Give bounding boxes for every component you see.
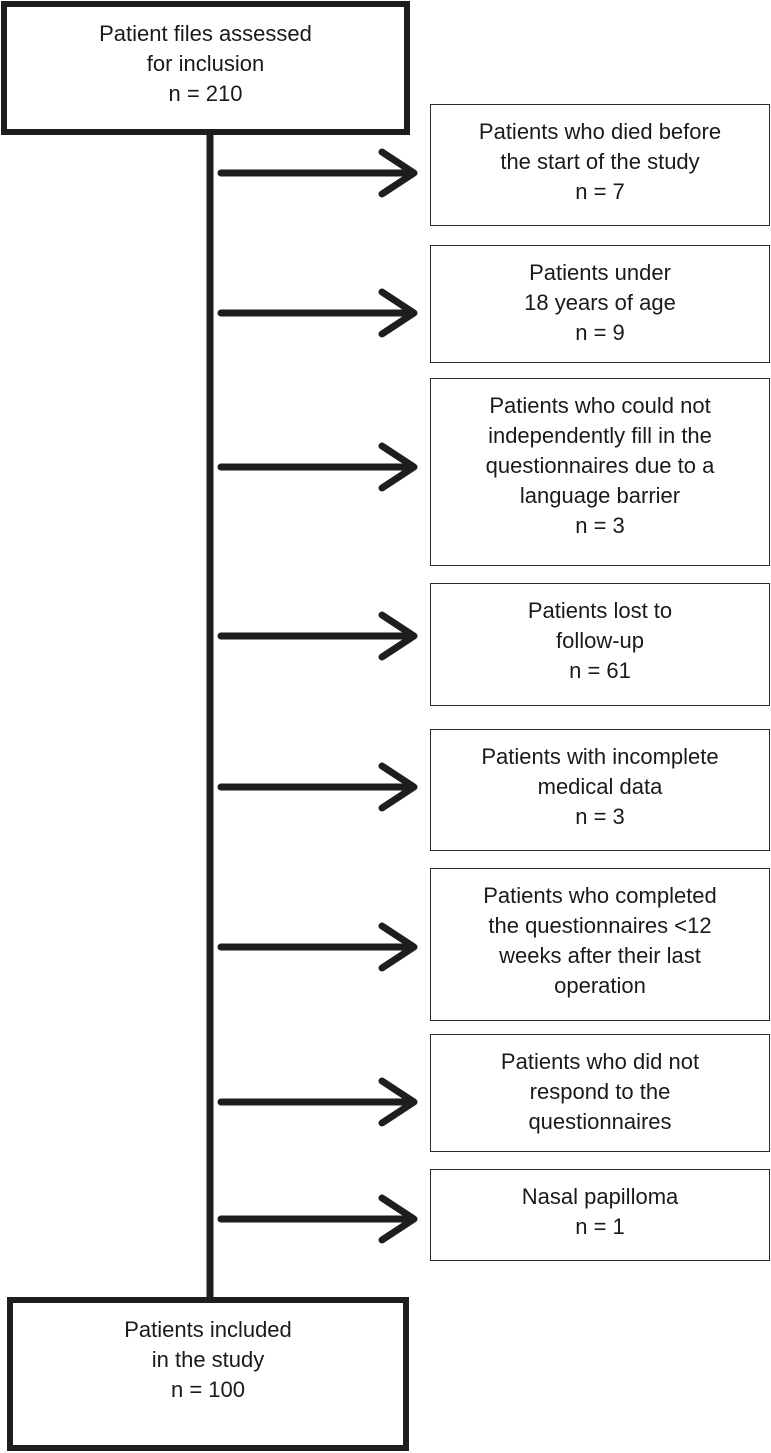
exclusion-box-6: Patients who completed the questionnaire… (430, 868, 770, 1021)
exclusion-box-8: Nasal papilloma n = 1 (430, 1169, 770, 1261)
exclusion-1-line-2: the start of the study (500, 149, 700, 174)
exclusion-3-line-4: language barrier (519, 483, 681, 508)
exclusion-1-line-1: Patients who died before (478, 119, 722, 144)
exclusion-5-line-3: n = 3 (575, 804, 625, 829)
arrow-8 (217, 1194, 418, 1244)
exclusion-6-line-4: operation (554, 973, 646, 998)
exclusion-1-line-3: n = 7 (575, 179, 625, 204)
arrow-5 (217, 762, 418, 812)
exclusion-6-line-1: Patients who completed (483, 883, 717, 908)
exclusion-2-line-1: Patients under (529, 260, 671, 285)
exclusion-box-4: Patients lost to follow-up n = 61 (430, 583, 770, 706)
exclusion-2-line-3: n = 9 (575, 320, 625, 345)
exclusion-box-7: Patients who did not respond to the ques… (430, 1034, 770, 1152)
top-box: Patient files assessed for inclusion n =… (1, 1, 410, 135)
top-box-line-1: Patient files assessed (99, 21, 312, 46)
arrow-1 (217, 148, 418, 198)
top-box-line-3: n = 210 (168, 81, 243, 106)
exclusion-6-line-2: the questionnaires <12 (488, 913, 712, 938)
exclusion-3-line-3: questionnaires due to a (485, 453, 715, 478)
arrow-4 (217, 611, 418, 661)
arrow-2 (217, 288, 418, 338)
bottom-box-line-1: Patients included (124, 1317, 292, 1342)
exclusion-arrows (217, 148, 418, 1244)
exclusion-box-3: Patients who could not independently fil… (430, 378, 770, 566)
exclusion-3-line-2: independently fill in the (488, 423, 712, 448)
exclusion-4-line-3: n = 61 (569, 658, 631, 683)
exclusion-7-line-3: questionnaires (528, 1109, 672, 1134)
bottom-box: Patients included in the study n = 100 (7, 1297, 409, 1451)
bottom-box-line-2: in the study (151, 1347, 265, 1372)
exclusion-box-5: Patients with incomplete medical data n … (430, 729, 770, 851)
arrow-3 (217, 442, 418, 492)
exclusion-6-line-3: weeks after their last (499, 943, 701, 968)
exclusion-8-line-1: Nasal papilloma (521, 1184, 679, 1209)
exclusion-5-line-2: medical data (537, 774, 663, 799)
exclusion-2-line-2: 18 years of age (524, 290, 676, 315)
arrow-6 (217, 922, 418, 972)
bottom-box-line-3: n = 100 (170, 1377, 245, 1402)
exclusion-7-line-2: respond to the (529, 1079, 671, 1104)
top-box-line-2: for inclusion (146, 51, 265, 76)
exclusion-4-line-1: Patients lost to (527, 598, 673, 623)
exclusion-4-line-2: follow-up (555, 628, 645, 653)
exclusion-7-line-1: Patients who did not (500, 1049, 700, 1074)
exclusion-5-line-1: Patients with incomplete (481, 744, 719, 769)
exclusion-8-line-2: n = 1 (575, 1214, 625, 1239)
arrow-7 (217, 1077, 418, 1127)
exclusion-box-1: Patients who died before the start of th… (430, 104, 770, 226)
exclusion-box-2: Patients under 18 years of age n = 9 (430, 245, 770, 363)
exclusion-3-line-5: n = 3 (575, 513, 625, 538)
exclusion-3-line-1: Patients who could not (489, 393, 711, 418)
